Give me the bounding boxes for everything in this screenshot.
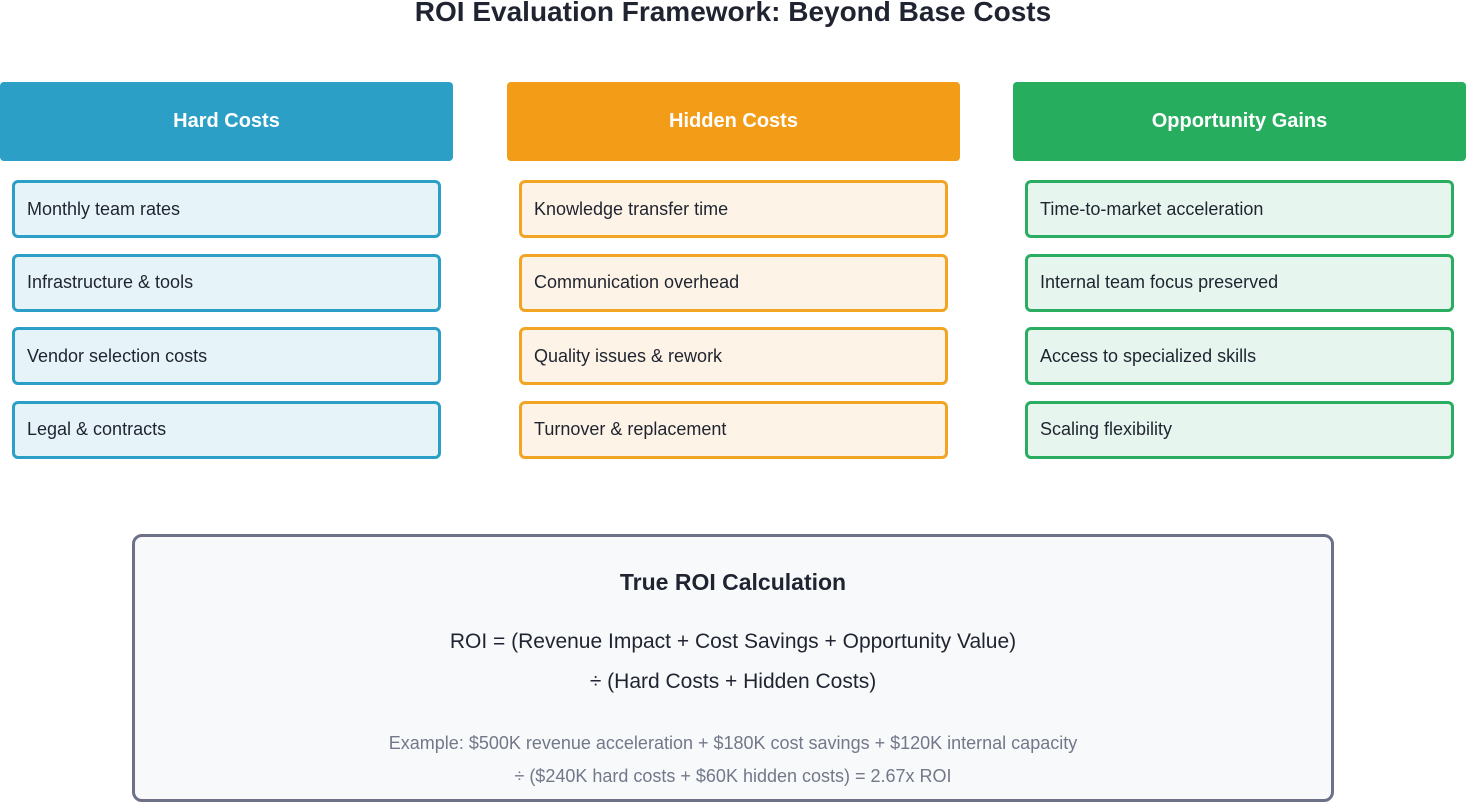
opportunity-gain-item: Time-to-market acceleration <box>1025 180 1454 238</box>
hidden-cost-item: Quality issues & rework <box>519 327 948 385</box>
opportunity-gain-item: Access to specialized skills <box>1025 327 1454 385</box>
hidden-costs-column: Hidden Costs Knowledge transfer time Com… <box>507 82 960 474</box>
hard-cost-item: Vendor selection costs <box>12 327 441 385</box>
opportunity-gains-column: Opportunity Gains Time-to-market acceler… <box>1013 82 1466 474</box>
roi-formula-line-2: ÷ (Hard Costs + Hidden Costs) <box>589 670 877 693</box>
hard-cost-item: Infrastructure & tools <box>12 253 441 312</box>
hidden-costs-list: Knowledge transfer time Communication ov… <box>507 180 960 459</box>
roi-example-line-2: ÷ ($240K hard costs + $60K hidden costs)… <box>514 766 952 786</box>
opportunity-gains-list: Time-to-market acceleration Internal tea… <box>1013 180 1466 459</box>
roi-example-line-1: Example: $500K revenue acceleration + $1… <box>388 733 1078 753</box>
hard-costs-list: Monthly team rates Infrastructure & tool… <box>0 180 453 459</box>
hidden-cost-item: Communication overhead <box>519 253 948 312</box>
page-title: ROI Evaluation Framework: Beyond Base Co… <box>414 0 1052 27</box>
opportunity-gain-item: Internal team focus preserved <box>1025 253 1454 312</box>
opportunity-gains-header: Opportunity Gains <box>1013 82 1466 161</box>
hidden-costs-header: Hidden Costs <box>507 82 960 161</box>
opportunity-gain-item: Scaling flexibility <box>1025 400 1454 459</box>
roi-title: True ROI Calculation <box>619 569 847 595</box>
roi-calculation-box: True ROI Calculation ROI = (Revenue Impa… <box>132 534 1334 802</box>
hard-cost-item: Monthly team rates <box>12 180 441 238</box>
hidden-cost-item: Knowledge transfer time <box>519 180 948 238</box>
hard-costs-column: Hard Costs Monthly team rates Infrastruc… <box>0 82 453 474</box>
hard-cost-item: Legal & contracts <box>12 400 441 459</box>
hard-costs-header: Hard Costs <box>0 82 453 161</box>
hidden-cost-item: Turnover & replacement <box>519 400 948 459</box>
roi-formula-line-1: ROI = (Revenue Impact + Cost Savings + O… <box>449 630 1017 653</box>
